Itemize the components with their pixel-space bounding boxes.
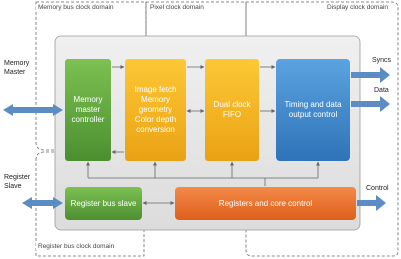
dual-clock-fifo-block <box>205 59 259 161</box>
register-slave-label: Register Slave <box>4 174 31 190</box>
image-fetch-block <box>125 59 186 161</box>
register-bus-slave-label: Register bus slave <box>70 198 137 208</box>
display-domain-label: Display clock domain <box>325 4 391 11</box>
memory-master-label: Memory Master <box>4 60 30 76</box>
syncs-arrow <box>351 67 390 83</box>
register-bus-slave-block <box>65 187 142 220</box>
register-bus-domain-label: Register bus clock domain <box>36 243 117 250</box>
registers-core-label: Registers and core control <box>218 198 313 208</box>
control-label: Control <box>366 185 389 192</box>
timing-output-block <box>276 59 350 161</box>
memory-master-controller-block <box>65 59 111 161</box>
memory-master-controller-label: Memory master controller <box>71 95 105 124</box>
register-slave-arrow <box>22 197 63 209</box>
data-label: Data <box>374 87 389 94</box>
display-domain-outline <box>245 1 399 257</box>
control-arrow <box>357 195 386 211</box>
data-arrow <box>351 96 390 112</box>
timing-output-label: Timing and data output control <box>284 100 342 119</box>
pixel-domain-label: Pixel clock domain <box>148 4 206 11</box>
dual-clock-fifo-label: Dual clock FIFO <box>213 100 251 119</box>
registers-core-block <box>175 187 356 220</box>
memory-master-arrow <box>3 104 63 116</box>
image-fetch-label: Image fetch Memory geometry Color depth … <box>134 85 177 134</box>
memory-bus-domain-label: Memory bus clock domain <box>36 4 116 11</box>
syncs-label: Syncs <box>372 57 392 64</box>
